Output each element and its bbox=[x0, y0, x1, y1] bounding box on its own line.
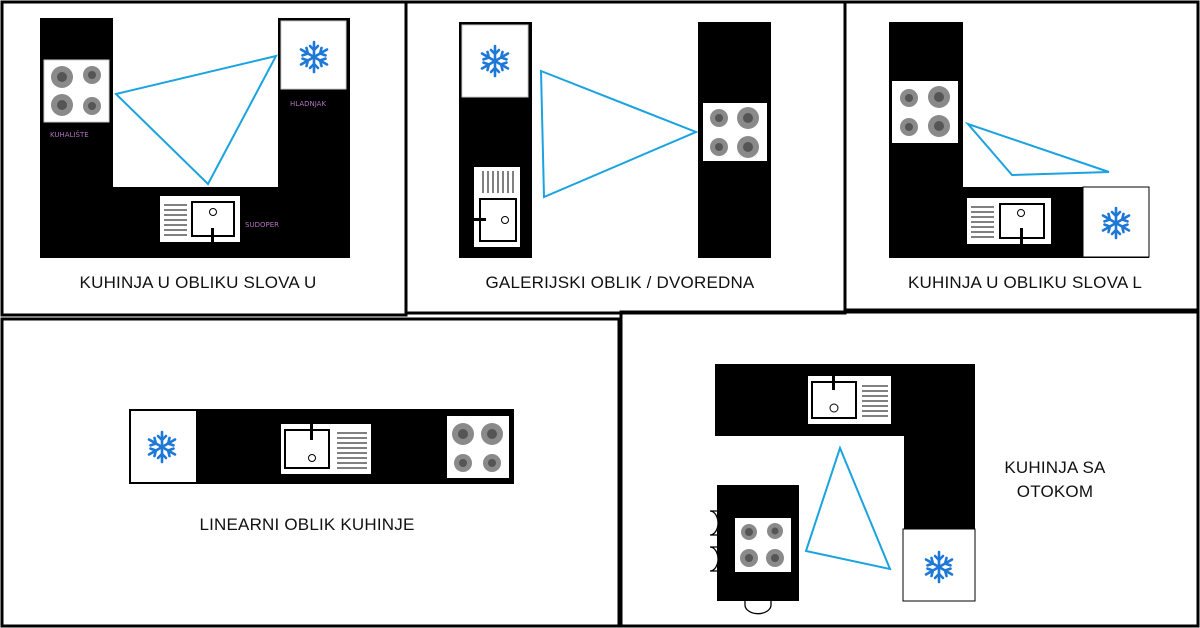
title-u-shape: KUHINJA U OBLIKU SLOVA U bbox=[79, 273, 317, 292]
work-triangle bbox=[114, 54, 278, 186]
sink-icon bbox=[967, 198, 1051, 244]
stove-icon bbox=[703, 103, 767, 161]
sink-icon bbox=[470, 167, 520, 247]
panel-galley bbox=[459, 22, 771, 258]
sink-icon bbox=[160, 196, 240, 244]
l-counter-island bbox=[715, 364, 975, 529]
panel-linear bbox=[129, 409, 514, 484]
stove-icon bbox=[43, 59, 110, 123]
title-island-line1: KUHINJA SA bbox=[1004, 458, 1106, 477]
fridge-icon bbox=[131, 411, 196, 482]
fridge-icon bbox=[902, 528, 976, 602]
work-triangle bbox=[804, 445, 892, 571]
fridge-icon bbox=[1082, 186, 1150, 258]
stove-icon bbox=[892, 81, 958, 143]
sink-icon bbox=[281, 422, 371, 474]
title-l-shape: KUHINJA U OBLIKU SLOVA L bbox=[907, 273, 1143, 292]
panel-u-shape: KUHALIŠTE HLADNJAK SUDOPER bbox=[40, 18, 350, 258]
fridge-icon bbox=[461, 24, 529, 98]
title-island-line2: OTOKOM bbox=[1016, 482, 1094, 501]
stove-icon bbox=[447, 416, 509, 478]
work-triangle bbox=[539, 69, 699, 199]
stove-label: KUHALIŠTE bbox=[50, 130, 89, 139]
panel-island bbox=[709, 364, 976, 615]
work-triangle bbox=[964, 121, 1110, 177]
stool-icon bbox=[709, 510, 772, 615]
fridge-icon bbox=[280, 20, 347, 90]
sink-icon bbox=[808, 374, 891, 424]
title-galley: GALERIJSKI OBLIK / DVOREDNA bbox=[485, 273, 755, 292]
sink-label: SUDOPER bbox=[245, 221, 279, 229]
title-linear: LINEARNI OBLIK KUHINJE bbox=[199, 515, 415, 534]
u-counter bbox=[40, 18, 350, 258]
panel-l-shape bbox=[889, 22, 1150, 258]
stove-icon bbox=[735, 518, 791, 572]
fridge-label: HLADNJAK bbox=[290, 100, 326, 108]
